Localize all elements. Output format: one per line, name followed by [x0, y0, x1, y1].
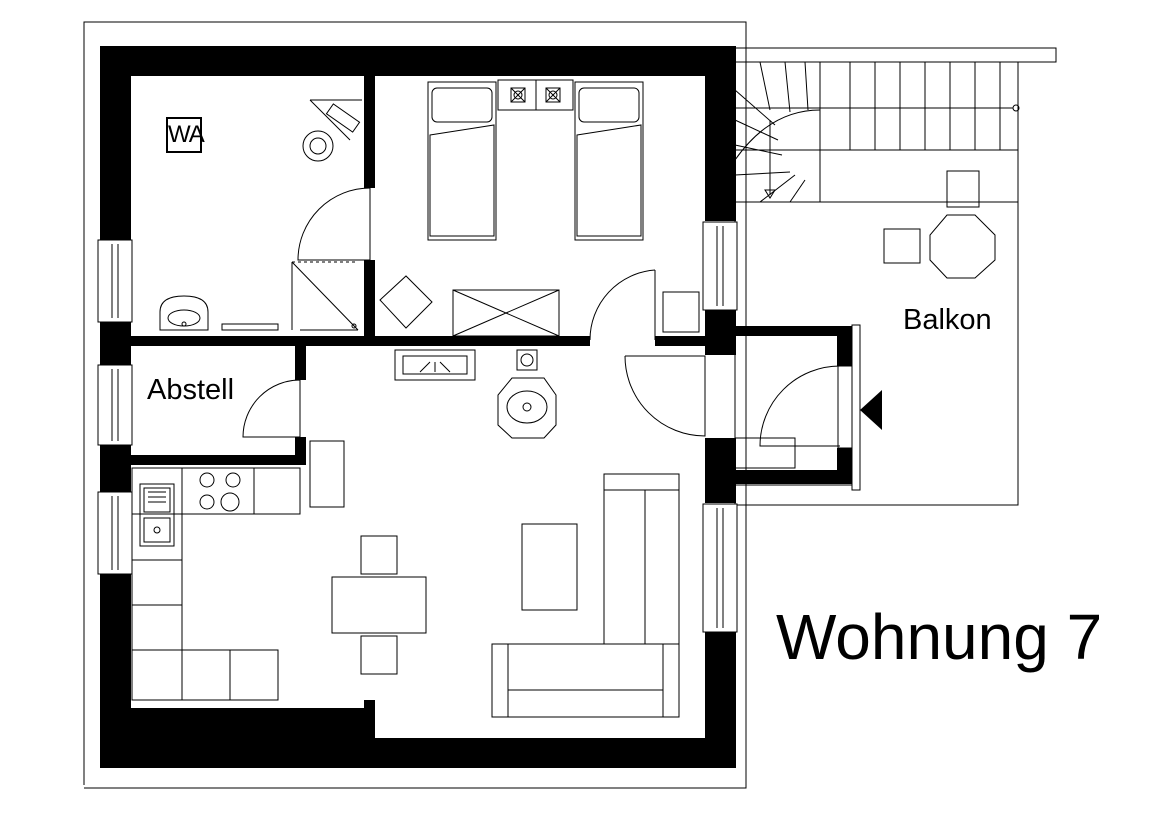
doors: [242, 187, 841, 447]
apartment-title: Wohnung 7: [776, 601, 1103, 673]
wc-furniture: [159, 99, 362, 331]
hall-furniture: [309, 349, 796, 508]
staircase: [734, 61, 1020, 203]
room-label-storage: Abstell: [147, 374, 235, 406]
dining: [331, 535, 427, 675]
bedroom-furniture: [379, 79, 700, 337]
windows: [97, 221, 853, 633]
living: [491, 473, 680, 718]
kitchen: [131, 467, 301, 701]
room-label-balcony: Balkon: [903, 304, 992, 336]
entrance-arrow: [860, 390, 882, 430]
room-label-wc: WA: [166, 117, 205, 153]
